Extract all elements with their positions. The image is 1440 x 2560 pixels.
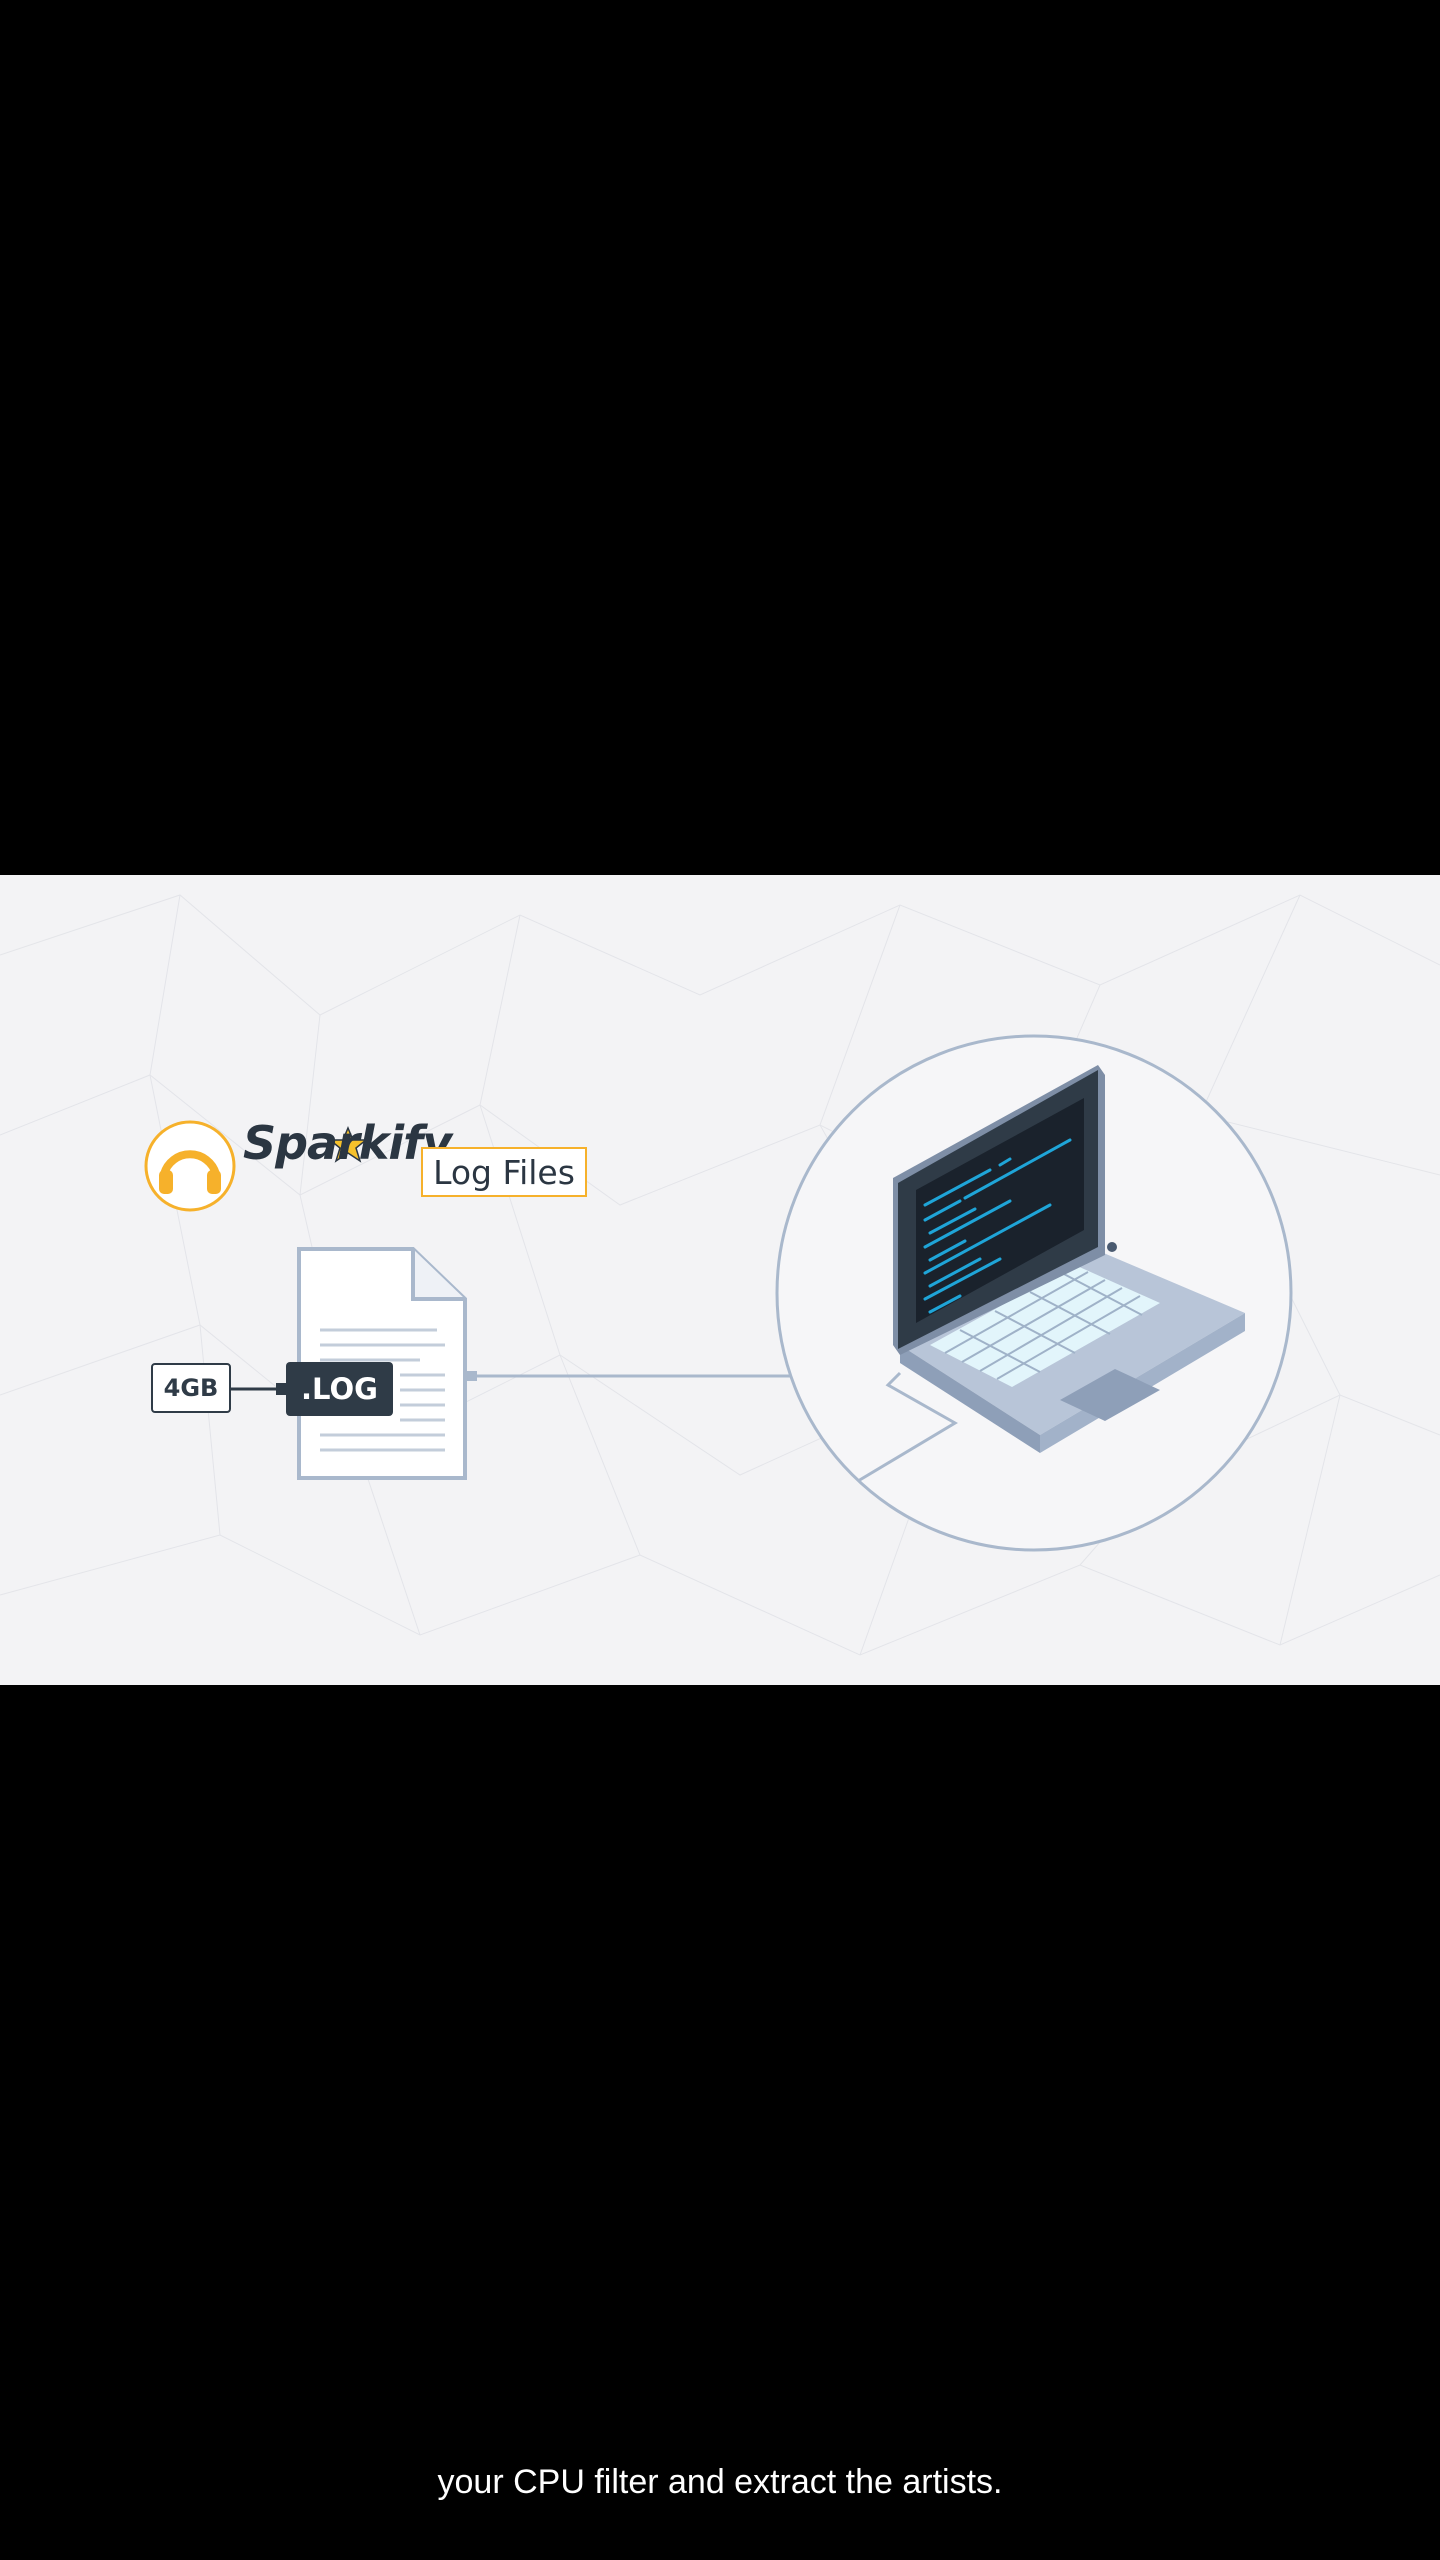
star-icon xyxy=(327,1126,369,1163)
file-size-badge: 4GB xyxy=(151,1363,231,1413)
subtitle-caption: your CPU filter and extract the artists. xyxy=(437,2463,1003,2501)
video-frame[interactable]: Sparkify Log Files 4GB .LOG xyxy=(0,875,1440,1685)
log-files-label: Log Files xyxy=(421,1147,587,1197)
file-extension-badge: .LOG xyxy=(286,1362,393,1416)
brand-name: Sparkify xyxy=(243,1116,452,1170)
laptop-icon xyxy=(893,1065,1245,1453)
scene-illustration xyxy=(0,894,1440,1656)
headphones-icon xyxy=(144,1120,236,1212)
